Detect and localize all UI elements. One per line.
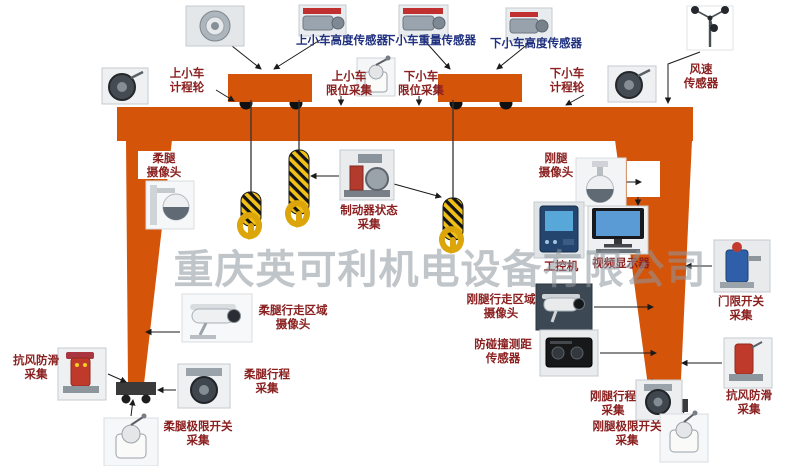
label-upper-trolley-limit-collection: 上小车 限位采集 (326, 69, 372, 97)
hook-1 (237, 212, 262, 240)
flexible-travel-wheel-image (177, 363, 231, 409)
rigid-leg-notch (627, 161, 660, 197)
hoist-hooks (237, 100, 464, 254)
crane-beam (117, 107, 693, 141)
label-upper-trolley-height-sensor: 上小车高度传感器 (296, 33, 388, 47)
industrial-computer-image (533, 201, 585, 259)
anti-wind-clamp-right-image (723, 337, 773, 389)
anti-wind-clamp-left-image (57, 347, 107, 401)
label-flexible-leg-limit-switch-collection: 柔腿极限开关 采集 (163, 419, 233, 447)
label-anti-wind-anti-slip-right: 抗风防滑 采集 (726, 388, 772, 416)
weight-sensor-image (398, 4, 449, 37)
label-lower-trolley-limit-collection: 下小车 限位采集 (398, 69, 444, 97)
label-rigid-leg-limit-switch-collection: 刚腿极限开关 采集 (592, 419, 662, 447)
trolley-limit-switch-image (356, 55, 396, 97)
label-industrial-computer: 工控机 (543, 259, 579, 273)
rigid-limit-switch-image (659, 410, 709, 463)
label-lower-trolley-weight-sensor: 下小车重量传感器 (384, 33, 476, 47)
label-rigid-leg-walk-area-camera: 刚腿行走区域 摄像头 (466, 292, 536, 320)
lower-trolley-body (438, 74, 522, 102)
device-images (57, 4, 773, 466)
label-brake-status-collection: 制动器状态 采集 (340, 203, 398, 231)
label-anti-collision-ranging-sensor: 防碰撞测距 传感器 (474, 337, 532, 365)
label-video-display: 视频显示器 (592, 256, 650, 270)
label-flexible-leg-camera: 柔腿 摄像头 (138, 151, 190, 179)
label-flexible-leg-travel-collection: 柔腿行程 采集 (244, 367, 290, 395)
hook-2 (285, 200, 310, 228)
flexible-limit-switch-image (103, 413, 159, 466)
rigid-leg (615, 140, 692, 401)
label-upper-trolley-odometer-wheel: 上小车 计程轮 (169, 66, 205, 94)
rigid-leg-ptz-camera-image (575, 157, 627, 207)
label-rigid-leg-camera: 刚腿 摄像头 (538, 151, 574, 179)
ring-sensor-image (185, 5, 245, 47)
label-flexible-leg-walk-area-camera: 柔腿行走区域 摄像头 (258, 303, 328, 331)
door-limit-switch-image (713, 239, 771, 293)
label-rigid-leg-travel-collection: 刚腿行程 采集 (590, 389, 636, 417)
lower-trolley (438, 74, 522, 110)
flexible-area-bullet-camera-image (181, 293, 253, 343)
rigid-area-camera-image (535, 283, 593, 331)
brake-image (339, 149, 395, 201)
label-wind-speed-sensor: 风速 传感器 (683, 62, 719, 90)
label-door-limit-switch-collection: 门限开关 采集 (718, 294, 764, 322)
anti-collision-sensor-image (539, 329, 599, 377)
lower-height-sensor-image (505, 7, 553, 42)
upper-trolley-body (228, 74, 312, 102)
upper-height-sensor-image (298, 4, 347, 37)
flexible-leg-wheel (141, 394, 151, 404)
flexible-leg-ptz-camera-image (145, 180, 195, 230)
video-display-image (587, 205, 649, 255)
label-lower-trolley-odometer-wheel: 下小车 计程轮 (549, 66, 585, 94)
flexible-leg-base (116, 382, 156, 395)
rigid-travel-wheel-image (635, 379, 683, 421)
flexible-leg-wheel (121, 394, 131, 404)
label-anti-wind-anti-slip-left: 抗风防滑 采集 (13, 353, 59, 381)
label-lower-trolley-height-sensor: 下小车高度传感器 (490, 36, 582, 50)
upper-odometer-wheel-image (101, 67, 149, 105)
lower-odometer-wheel-image (607, 65, 657, 103)
anemometer-icon (686, 5, 734, 51)
hook-3 (439, 226, 464, 254)
